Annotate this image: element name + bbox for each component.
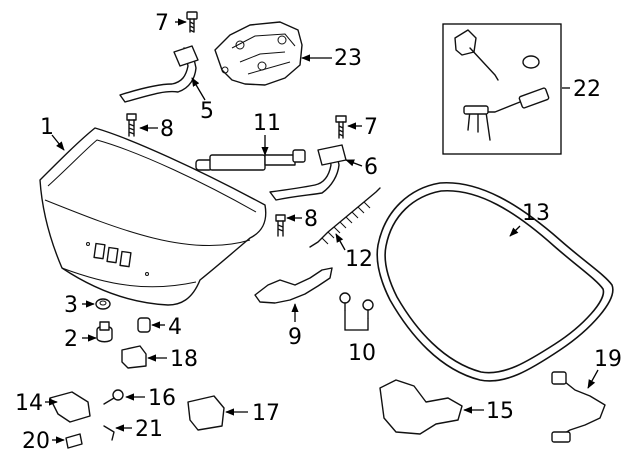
hinge-right-part [269, 144, 347, 201]
garnish-light-part [187, 395, 225, 431]
screw-16-part [103, 389, 124, 405]
cushion-part [137, 317, 151, 333]
clip-part [65, 433, 83, 449]
weatherstrip-part [376, 182, 614, 382]
callout-7-top: 7 [155, 11, 169, 36]
callout-18: 18 [170, 347, 198, 372]
callout-7-right: 7 [364, 115, 378, 140]
leader-lines [45, 18, 599, 444]
harness-part [551, 371, 606, 443]
callout-5: 5 [200, 99, 214, 124]
lid-lock-part [214, 21, 303, 86]
torsion-spring-part [309, 187, 381, 248]
callout-1: 1 [40, 115, 54, 140]
nut-part [95, 298, 111, 310]
bumper-stop-part [96, 321, 113, 343]
callout-11: 11 [253, 111, 281, 136]
callout-3: 3 [64, 293, 78, 318]
bumper-pair-part [339, 292, 374, 319]
latch-part [379, 379, 463, 435]
callout-21: 21 [135, 417, 163, 442]
bracket-part [254, 267, 333, 304]
callout-10: 10 [348, 341, 376, 366]
callout-12: 12 [345, 247, 373, 272]
bolt-top-part [186, 11, 198, 33]
switch-part [121, 345, 147, 369]
callout-6: 6 [364, 155, 378, 180]
callout-20: 20 [22, 429, 50, 454]
screw-21-part [103, 425, 115, 441]
bolt-right-part [335, 115, 347, 139]
callout-4: 4 [168, 315, 182, 340]
callout-labels: 1 7 5 8 23 11 7 6 8 12 9 10 13 22 3 2 4 … [15, 11, 622, 454]
trunk-lid-part [39, 127, 267, 306]
bolt-left-part [126, 113, 137, 137]
callout-8-center: 8 [304, 207, 318, 232]
callout-22: 22 [573, 77, 601, 102]
callout-19: 19 [594, 347, 622, 372]
callout-15: 15 [486, 399, 514, 424]
hinge-left-part [119, 45, 199, 103]
handle-part [49, 391, 91, 423]
callout-9: 9 [288, 325, 302, 350]
callout-2: 2 [64, 327, 78, 352]
callout-23: 23 [334, 46, 362, 71]
sensor-kit-box [442, 23, 562, 155]
callout-14: 14 [15, 391, 43, 416]
callout-16: 16 [148, 386, 176, 411]
gas-strut-part [195, 149, 306, 171]
bolt-center-part [275, 214, 286, 237]
callout-17: 17 [252, 401, 280, 426]
callout-8-left: 8 [160, 117, 174, 142]
callout-13: 13 [522, 201, 550, 226]
